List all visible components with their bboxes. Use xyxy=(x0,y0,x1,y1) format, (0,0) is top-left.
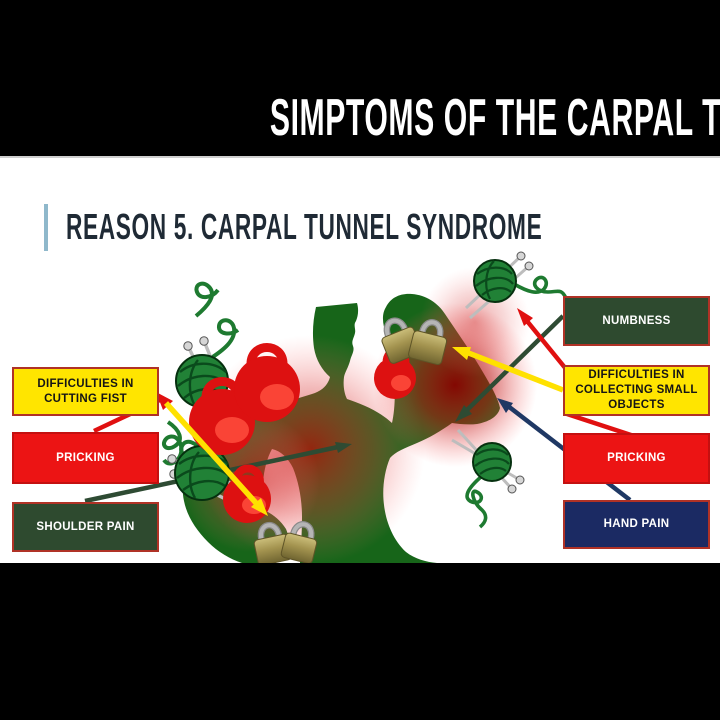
label-numbness: NUMBNESS xyxy=(563,296,710,346)
bottom-letterbox xyxy=(0,563,720,720)
heading-accent-bar xyxy=(44,204,48,251)
kettlebell-icon xyxy=(189,377,255,455)
kettlebell-icon xyxy=(234,343,300,422)
label-shoulder-pain: SHOULDER PAIN xyxy=(12,502,159,552)
label-difficulties-collecting-small-objects: DIFFICULTIES IN COLLECTING SMALL OBJECTS xyxy=(563,365,710,416)
label-difficulties-cutting-fist: DIFFICULTIES IN CUTTING FIST xyxy=(12,367,159,416)
video-title: SIMPTOMS OF THE CARPAL TUNNEL SYNDROME xyxy=(269,89,720,147)
arrow-cutting-fist xyxy=(163,401,268,516)
yarn-ball-icon xyxy=(464,251,568,320)
padlock-icon xyxy=(253,522,292,566)
arrow-collecting-objects-red xyxy=(517,308,568,371)
title-band: SIMPTOMS OF THE CARPAL TUNNEL SYNDROME xyxy=(0,0,720,158)
arrow-collecting-objects-yellow xyxy=(452,347,565,393)
label-pricking-left: PRICKING xyxy=(12,432,159,484)
arrow-numbness xyxy=(455,314,565,422)
label-hand-pain: HAND PAIN xyxy=(563,500,710,549)
padlock-icon xyxy=(408,319,448,366)
label-pricking-right: PRICKING xyxy=(563,433,710,484)
slide-heading: REASON 5. CARPAL TUNNEL SYNDROME xyxy=(66,206,543,247)
padlock-icon xyxy=(280,521,318,564)
yarn-ball-icon xyxy=(451,428,525,529)
yarn-strand-icon xyxy=(194,281,220,318)
arrow-pricking-right xyxy=(566,411,635,439)
